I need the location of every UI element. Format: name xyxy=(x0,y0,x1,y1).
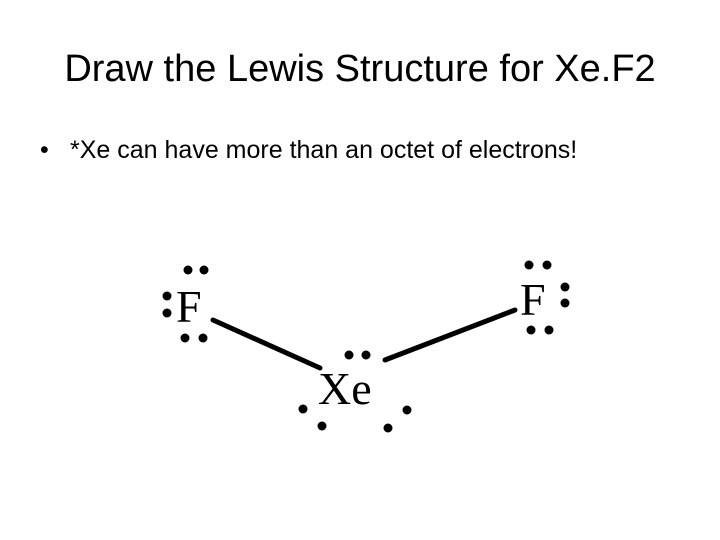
bullet-marker: • xyxy=(40,136,49,164)
bullet-item: • *Xe can have more than an octet of ele… xyxy=(40,132,577,168)
lone-pairs-left-fluorine xyxy=(162,265,209,343)
atom-right-fluorine: F xyxy=(520,274,546,325)
atom-left-fluorine: F xyxy=(176,281,202,332)
atom-xenon: Xe xyxy=(318,363,372,414)
bond-right xyxy=(382,307,518,363)
bullet-list: • *Xe can have more than an octet of ele… xyxy=(40,132,577,168)
bullet-text: *Xe can have more than an octet of elect… xyxy=(70,136,578,164)
lone-pairs-xenon xyxy=(298,350,412,433)
slide-title: Draw the Lewis Structure for Xe.F2 xyxy=(64,48,656,90)
lone-pairs-right-fluorine xyxy=(524,260,570,335)
bond-left xyxy=(210,317,323,371)
